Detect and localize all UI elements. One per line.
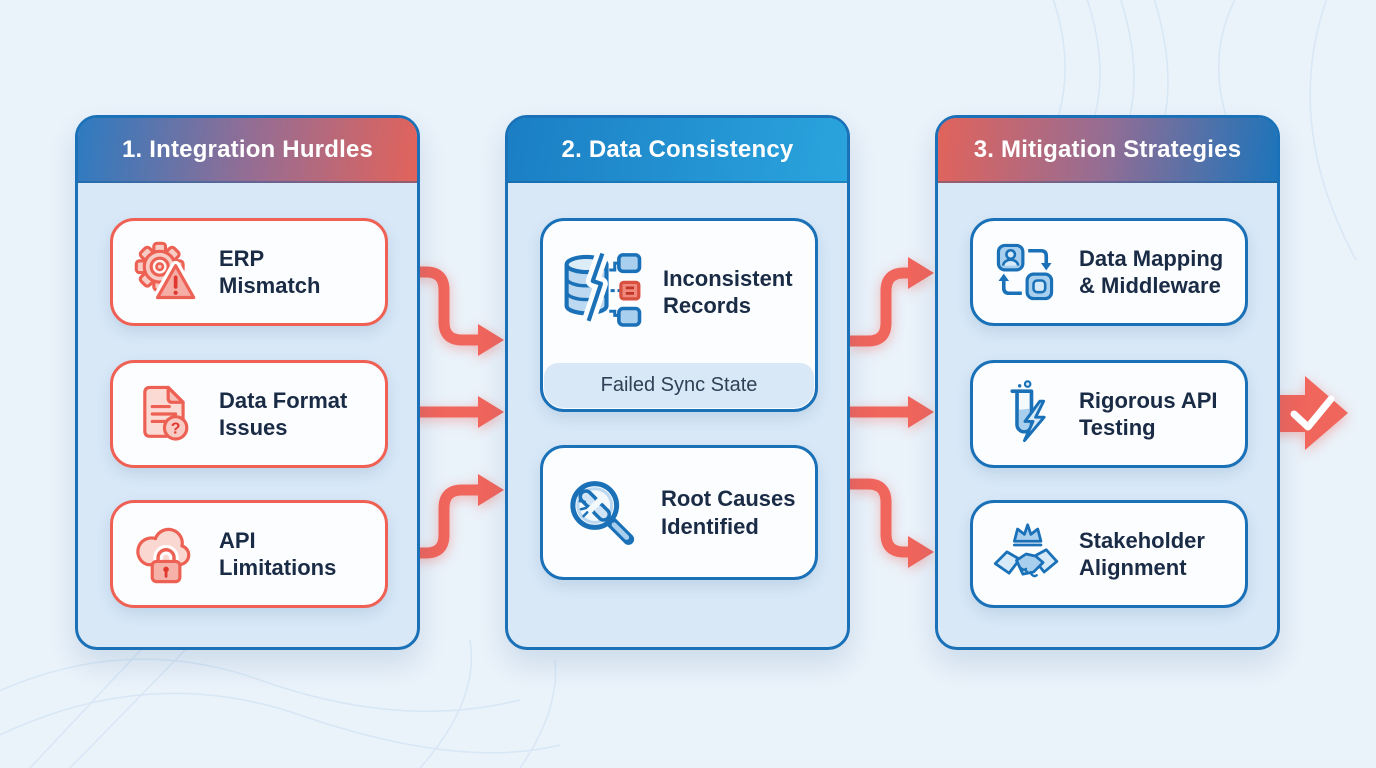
user-data-sync-icon: [991, 238, 1059, 306]
card-data-mapping-middleware: Data Mapping & Middleware: [970, 218, 1248, 326]
card-label: Root Causes Identified: [661, 486, 796, 539]
handshake-crown-icon: [991, 520, 1059, 588]
card-inconsistent-records: Inconsistent Records Failed Sync State: [540, 218, 818, 412]
column-1-title: 1. Integration Hurdles: [121, 135, 374, 163]
card-label: ERP Mismatch: [219, 245, 321, 298]
arrowhead: [478, 396, 504, 428]
column-data-consistency: 2. Data Consistency: [505, 115, 850, 650]
gear-warning-icon: [131, 238, 199, 306]
column-3-title: 3. Mitigation Strategies: [973, 135, 1242, 163]
arrowhead: [908, 536, 934, 568]
column-2-header: 2. Data Consistency: [508, 118, 847, 183]
card-stakeholder-alignment: Stakeholder Alignment: [970, 500, 1248, 608]
card-label: Data Format Issues: [219, 387, 348, 440]
card-label: Rigorous API Testing: [1079, 387, 1218, 440]
svg-text:?: ?: [171, 421, 181, 438]
card-rigorous-api-testing: Rigorous API Testing: [970, 360, 1248, 468]
cloud-lock-icon: [131, 520, 199, 588]
card-api-limitations: API Limitations: [110, 500, 388, 608]
test-tube-lightning-icon: [991, 380, 1059, 448]
broken-database-icon: [557, 248, 645, 336]
card-body: Inconsistent Records: [543, 221, 815, 363]
column-1-header: 1. Integration Hurdles: [78, 118, 417, 183]
card-label: Stakeholder Alignment: [1079, 527, 1205, 580]
magnifier-broken-link-icon: [561, 473, 641, 553]
card-label: API Limitations: [219, 527, 337, 580]
card-erp-mismatch: ERP Mismatch: [110, 218, 388, 326]
column-3-header: 3. Mitigation Strategies: [938, 118, 1277, 183]
column-mitigation-strategies: 3. Mitigation Strategies Data Mapping: [935, 115, 1280, 650]
arrow-rootcauses-to-stakeholder: [850, 478, 910, 558]
failed-sync-state-caption: Failed Sync State: [544, 363, 814, 408]
card-label: Inconsistent Records: [663, 265, 793, 318]
column-integration-hurdles: 1. Integration Hurdles: [75, 115, 420, 650]
arrow-records-to-mapping: [850, 267, 910, 347]
document-question-icon: ?: [131, 380, 199, 448]
column-2-title: 2. Data Consistency: [561, 135, 794, 163]
card-root-causes-identified: Root Causes Identified: [540, 445, 818, 580]
arrowhead: [908, 396, 934, 428]
arrowhead: [908, 257, 934, 289]
card-data-format-issues: ? Data Format Issues: [110, 360, 388, 468]
checkmark-icon: [1290, 395, 1335, 431]
card-label: Data Mapping & Middleware: [1079, 245, 1224, 298]
arrowhead: [478, 474, 504, 506]
arrowhead: [478, 324, 504, 356]
